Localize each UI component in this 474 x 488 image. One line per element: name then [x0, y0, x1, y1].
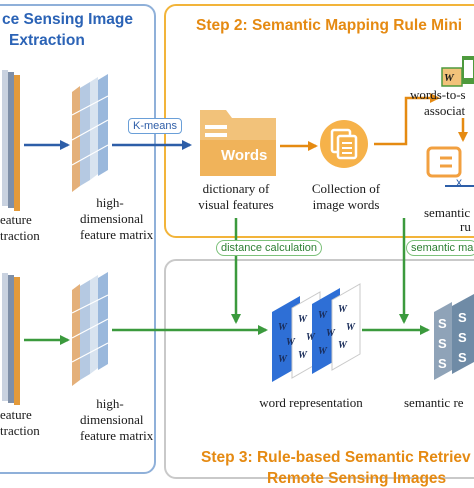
kmeans-label: K-means — [128, 118, 183, 134]
feature-extraction-top-line2: traction — [0, 228, 40, 243]
feature-extraction-bottom-line1: eature — [0, 407, 32, 422]
collection-icon — [320, 120, 368, 168]
rule-x-letter: x — [456, 175, 462, 189]
hd-matrix-bottom-line3: feature matrix — [80, 428, 154, 443]
word-representation-stack: WWW WWW WWW WWW — [272, 283, 361, 382]
step1-title-line2: Extraction — [9, 32, 85, 49]
semantic-rule-icon — [426, 146, 474, 187]
svg-text:W: W — [326, 328, 336, 339]
hd-matrix-top-line1: high- — [96, 195, 124, 210]
hd-matrix-bottom-line1: high- — [96, 396, 124, 411]
feature-extraction-stack-top — [2, 70, 20, 211]
feature-extraction-top-line1: eature — [0, 212, 32, 227]
hd-matrix-top-line3: feature matrix — [80, 227, 154, 242]
words-to-s-line2: associat — [424, 103, 466, 118]
svg-text:W: W — [338, 340, 348, 351]
svg-text:S: S — [438, 336, 447, 351]
folder-icon — [200, 110, 276, 176]
svg-text:W: W — [306, 332, 316, 343]
collection-line1: Collection of — [311, 181, 381, 196]
svg-text:W: W — [346, 322, 356, 333]
feature-extraction-bottom-line2: traction — [0, 423, 40, 438]
svg-text:W: W — [318, 310, 328, 321]
folder-words-text: Words — [221, 147, 267, 164]
step1-title-line1: ce Sensing Image — [2, 11, 133, 28]
semantic-rule-line1: semantic — [424, 205, 471, 220]
hd-matrix-bottom-line2: dimensional — [80, 412, 144, 427]
svg-text:W: W — [338, 304, 348, 315]
diagram-graphics: WWW WWW WWW WWW SSS SSS Words W x — [2, 56, 474, 405]
step1-panel — [0, 4, 156, 474]
feature-extraction-stack-bottom — [2, 273, 20, 405]
svg-text:S: S — [458, 310, 467, 325]
words-to-s-line1: words-to-s — [410, 87, 466, 102]
svg-text:W: W — [298, 350, 308, 361]
feature-matrix-bottom — [71, 272, 109, 386]
step3-title-line1: Step 3: Rule-based Semantic Retriev — [201, 449, 471, 466]
semantic-rule-line2: ru — [460, 219, 471, 234]
dictionary-line2: visual features — [198, 197, 274, 212]
svg-text:S: S — [438, 356, 447, 371]
word-representation-label: word representation — [259, 395, 363, 410]
svg-text:W: W — [318, 346, 328, 357]
semantic-mapping-label: semantic ma — [406, 240, 474, 256]
svg-text:W: W — [278, 354, 288, 365]
collection-line2: image words — [312, 197, 380, 212]
svg-text:S: S — [458, 330, 467, 345]
svg-text:W: W — [286, 337, 296, 348]
svg-text:S: S — [458, 350, 467, 365]
dictionary-line1: dictionary of — [202, 181, 270, 196]
hd-matrix-top-line2: dimensional — [80, 211, 144, 226]
feature-matrix-top — [71, 74, 109, 192]
svg-text:W: W — [298, 314, 308, 325]
semantic-re-label: semantic re — [404, 395, 464, 410]
association-w-letter: W — [444, 72, 455, 84]
svg-text:S: S — [438, 316, 447, 331]
semantic-representation-stack: SSS SSS — [434, 294, 474, 380]
distance-calculation-label: distance calculation — [216, 240, 323, 256]
association-icon — [441, 56, 474, 87]
svg-text:W: W — [278, 322, 288, 333]
arrow-collection-to-association — [374, 93, 440, 146]
step2-title: Step 2: Semantic Mapping Rule Mini — [196, 17, 463, 34]
